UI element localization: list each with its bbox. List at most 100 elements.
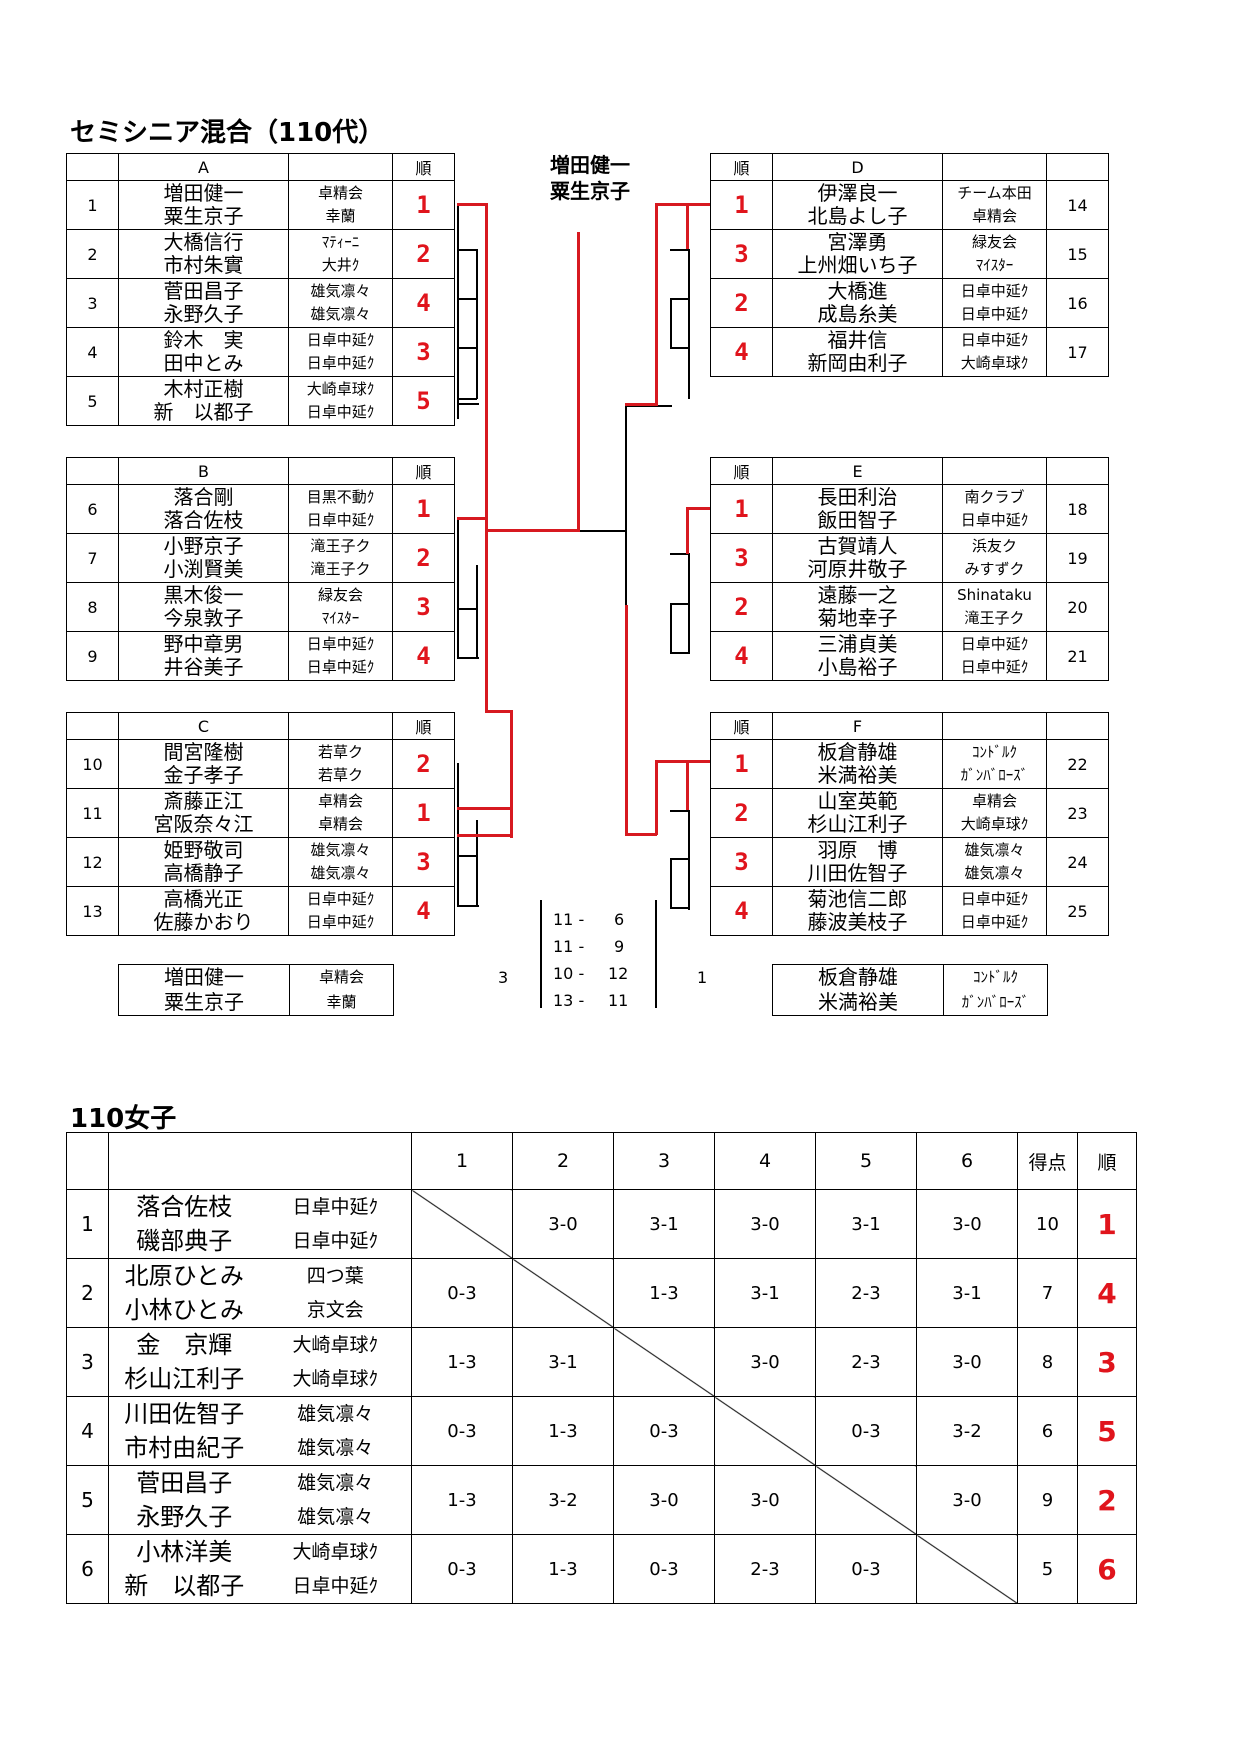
- pair-clubs: 卓精会大崎卓球ｸ: [942, 788, 1047, 838]
- club-name: 緑友会: [317, 586, 363, 604]
- final-right-club-2: ｶﾞﾝﾊﾞﾛｰｽﾞ: [961, 993, 1030, 1011]
- group-rank: 4: [392, 631, 455, 681]
- match-score: 0-3: [613, 1534, 715, 1604]
- pair-clubs: 日卓中延ｸ日卓中延ｸ: [288, 631, 393, 681]
- game-score-right: 9: [614, 937, 625, 956]
- player-name: 間宮隆樹: [163, 740, 244, 764]
- player-name: 新 以都子: [153, 400, 254, 424]
- match-score: 2-3: [815, 1258, 917, 1328]
- entry-number: 20: [1046, 582, 1109, 632]
- column-header: 4: [714, 1132, 816, 1190]
- player-name: 金子孝子: [163, 763, 244, 787]
- player-name: 磯部典子: [136, 1227, 233, 1255]
- points: 9: [1017, 1465, 1078, 1535]
- player-name: 菅田昌子: [163, 279, 244, 303]
- group-header-blank: [942, 153, 1047, 181]
- player-name: 長田利治: [817, 485, 898, 509]
- pair-clubs: 目黒不動ｸ日卓中延ｸ: [288, 484, 393, 534]
- rank-header: 順: [392, 153, 455, 181]
- group-label: E: [772, 457, 943, 485]
- final-left-club-1: 卓精会: [318, 968, 364, 986]
- pair-names: 古賀靖人河原井敬子: [772, 533, 943, 583]
- match-score: 1-3: [512, 1534, 614, 1604]
- pair-clubs: 日卓中延ｸ日卓中延ｸ: [942, 886, 1047, 936]
- player-name: 菊地幸子: [817, 606, 898, 630]
- group-header-blank: [288, 153, 393, 181]
- match-score: 0-3: [613, 1396, 715, 1466]
- final-left-name-1: 増田健一: [164, 965, 244, 989]
- group-rank: 1: [392, 484, 455, 534]
- rank-header: 順: [710, 153, 773, 181]
- pair-clubs: 浜友クみすずク: [942, 533, 1047, 583]
- club-name: 雄気凛々: [310, 282, 371, 300]
- pair-clubs: 雄気凛々雄気凛々: [288, 278, 393, 328]
- pair-clubs: 大崎卓球ｸ日卓中延ｸ: [288, 376, 393, 426]
- group-rank: 3: [710, 837, 773, 887]
- pair-names: 小野京子小渕賢美: [118, 533, 289, 583]
- club-name: 日卓中延ｸ: [960, 511, 1029, 529]
- club-name: 日卓中延ｸ: [292, 1230, 378, 1252]
- pair-names: 野中章男井谷美子: [118, 631, 289, 681]
- club-name: 日卓中延ｸ: [960, 331, 1029, 349]
- pair-names: 菅田昌子永野久子: [108, 1465, 260, 1535]
- pair-names: 北原ひとみ小林ひとみ: [108, 1258, 260, 1328]
- player-name: 北原ひとみ: [124, 1262, 244, 1290]
- player-name: 三浦貞美: [817, 632, 898, 656]
- club-name: 卓精会: [317, 184, 363, 202]
- points: 7: [1017, 1258, 1078, 1328]
- club-name: 緑友会: [971, 233, 1017, 251]
- pair-names: 羽原 博川田佐智子: [772, 837, 943, 887]
- entry-number: 8: [66, 582, 119, 632]
- group-rank: 2: [710, 788, 773, 838]
- entry-number: 1: [66, 180, 119, 230]
- entry-number: 21: [1046, 631, 1109, 681]
- club-name: Shinataku: [957, 586, 1032, 604]
- entry-number: 2: [66, 229, 119, 279]
- player-name: 遠藤一之: [817, 583, 898, 607]
- club-name: 目黒不動ｸ: [306, 488, 375, 506]
- pair-names: 落合佐枝磯部典子: [108, 1189, 260, 1259]
- column-header: 2: [512, 1132, 614, 1190]
- club-name: 日卓中延ｸ: [960, 890, 1029, 908]
- entry-number: 6: [66, 484, 119, 534]
- page-title: セミシニア混合（110代）: [70, 118, 385, 148]
- column-header: 3: [613, 1132, 715, 1190]
- pair-clubs: 雄気凛々雄気凛々: [288, 837, 393, 887]
- group-header-blank: [942, 457, 1047, 485]
- match-score: 0-3: [411, 1258, 513, 1328]
- club-name: 日卓中延ｸ: [306, 658, 375, 676]
- club-name: 日卓中延ｸ: [306, 403, 375, 421]
- club-name: 南クラブ: [964, 488, 1025, 506]
- player-name: 落合剛: [173, 485, 234, 509]
- player-name: 小島裕子: [817, 655, 898, 679]
- club-name: 若草ク: [317, 766, 363, 784]
- pair-clubs: 緑友会ﾏｲｽﾀｰ: [942, 229, 1047, 279]
- entry-number: 4: [66, 1396, 109, 1466]
- group-label: C: [118, 712, 289, 740]
- entry-number: 11: [66, 788, 119, 838]
- points: 6: [1017, 1396, 1078, 1466]
- player-name: 小林洋美: [136, 1538, 233, 1566]
- game-score-right: 6: [614, 910, 625, 929]
- player-name: 宮阪奈々江: [153, 812, 254, 836]
- player-name: 米満裕美: [817, 763, 898, 787]
- player-name: 市村朱實: [163, 253, 244, 277]
- club-name: 日卓中延ｸ: [306, 354, 375, 372]
- pair-clubs: 雄気凛々雄気凛々: [259, 1465, 412, 1535]
- pair-names: 板倉静雄米満裕美: [772, 739, 943, 789]
- player-name: 今泉敦子: [163, 606, 244, 630]
- pair-names: 菅田昌子永野久子: [118, 278, 289, 328]
- self-match-cell: [512, 1258, 614, 1328]
- group-rank: 5: [392, 376, 455, 426]
- match-score: 3-0: [916, 1465, 1018, 1535]
- self-match-cell: [714, 1396, 816, 1466]
